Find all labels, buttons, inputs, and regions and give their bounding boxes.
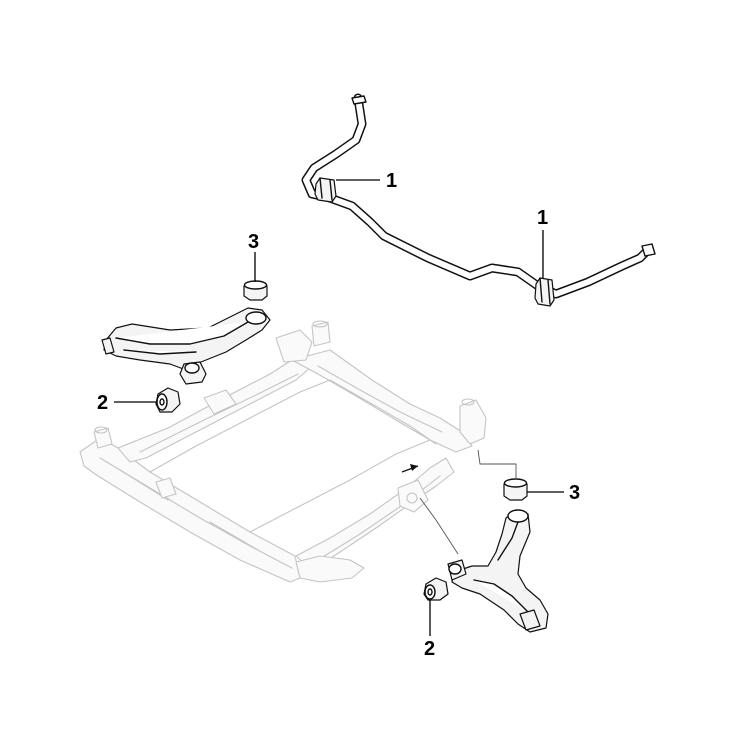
- callout-label: 3: [248, 231, 259, 253]
- stabilizer-bushing-left: [314, 177, 337, 203]
- control-arm-front-bushing-left: [243, 280, 268, 301]
- control-arm-rear-bushing-left: [155, 387, 181, 413]
- callout-label: 2: [424, 638, 435, 660]
- callout-label: 1: [386, 170, 397, 192]
- callout-3-left: 3: [248, 231, 259, 282]
- control-arm-rear-bushing-right: [423, 577, 449, 601]
- callout-1-right: 1: [537, 207, 548, 278]
- control-arm-front-bushing-right: [503, 478, 528, 501]
- callout-2-right: 2: [424, 600, 435, 660]
- callout-3-right: 3: [527, 482, 580, 504]
- control-arm-right: [447, 509, 549, 633]
- control-arm-left: [101, 307, 271, 385]
- front-subframe: [79, 320, 487, 583]
- callout-label: 2: [97, 392, 108, 414]
- callout-label: 1: [537, 207, 548, 229]
- assembly-lines: [419, 449, 517, 555]
- stabilizer-bar: [301, 93, 656, 299]
- callout-2-left: 2: [97, 392, 156, 414]
- callout-label: 3: [569, 482, 580, 504]
- stabilizer-bushing-right: [534, 277, 555, 307]
- callout-1-left: 1: [336, 170, 397, 192]
